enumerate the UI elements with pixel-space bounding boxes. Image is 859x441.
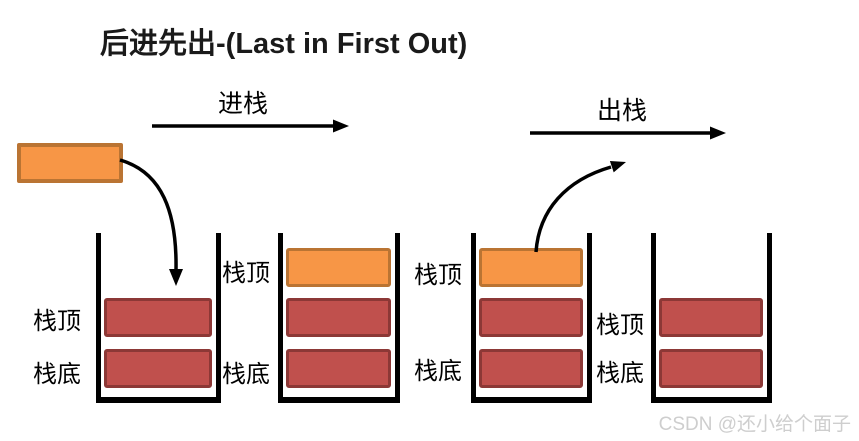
stack-cell-red <box>659 298 763 337</box>
stack4-top-label: 栈顶 <box>596 313 644 339</box>
stack-cell-orange <box>286 248 391 287</box>
stack-cell-red <box>479 349 583 388</box>
stack1-top-label: 栈顶 <box>33 309 81 335</box>
stack-cell-red <box>104 349 212 388</box>
stack-container-1 <box>96 233 221 403</box>
stack3-bottom-label: 栈底 <box>414 359 462 385</box>
stack2-top-label: 栈顶 <box>222 261 270 287</box>
stack-cell-red <box>104 298 212 337</box>
push-arrow-label: 进栈 <box>218 91 269 118</box>
stack-container-2 <box>278 233 400 403</box>
stack1-bottom-label: 栈底 <box>33 362 81 388</box>
watermark: CSDN @还小给个面子 <box>658 414 851 435</box>
incoming-element-box <box>17 143 123 183</box>
diagram-title: 后进先出-(Last in First Out) <box>100 28 468 60</box>
stack-cell-red <box>286 298 391 337</box>
stack-cell-red <box>479 298 583 337</box>
stack2-bottom-label: 栈底 <box>222 362 270 388</box>
stack-cell-red <box>286 349 391 388</box>
stack-cell-orange <box>479 248 583 287</box>
stack4-bottom-label: 栈底 <box>596 361 644 387</box>
stack3-top-label: 栈顶 <box>414 263 462 289</box>
pop-arrow-label: 出栈 <box>597 98 648 125</box>
stack-cell-red <box>659 349 763 388</box>
pop-arrow <box>530 126 726 140</box>
stack-container-4 <box>651 233 772 403</box>
stack-container-3 <box>471 233 592 403</box>
push-arrow <box>152 119 349 133</box>
